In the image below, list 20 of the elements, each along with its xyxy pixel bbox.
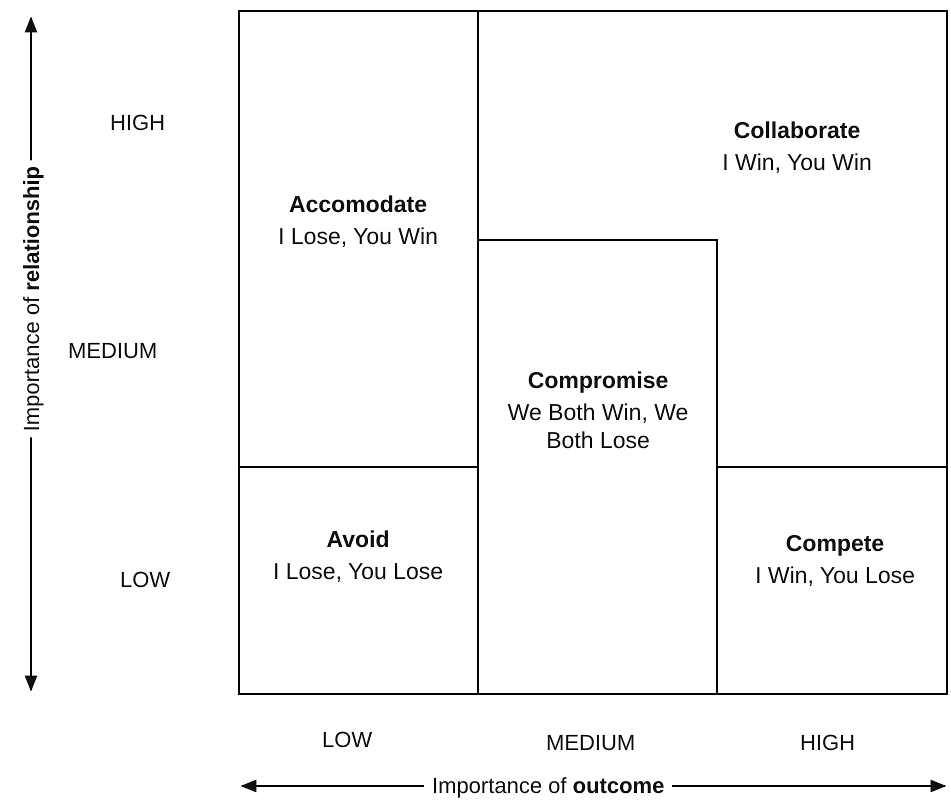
strategy-title: Avoid: [325, 525, 391, 553]
quadrant-region: [478, 10, 948, 467]
strategy-title: Accomodate: [288, 190, 428, 218]
axis-tick-label: MEDIUM: [68, 338, 158, 364]
axis-tick-label: HIGH: [800, 730, 855, 756]
axis-tick-label: LOW: [120, 567, 170, 593]
quadrant-region: [238, 467, 478, 695]
strategy-title: Compete: [784, 529, 886, 557]
strategy-title: Collaborate: [732, 116, 862, 144]
axis-tick-label: MEDIUM: [546, 730, 636, 756]
outcome-text: We Both Win, We Both Lose: [506, 398, 690, 454]
quadrant-region: [717, 467, 948, 695]
outcome-text: I Lose, You Win: [277, 222, 439, 250]
strategy-title: Compromise: [526, 366, 670, 394]
outcome-text: I Win, You Win: [721, 148, 873, 176]
axis-tick-label: HIGH: [110, 110, 165, 136]
axis-tick-label: LOW: [322, 727, 372, 753]
outcome-text: I Lose, You Lose: [272, 557, 444, 585]
quadrant-region: [238, 10, 478, 467]
outcome-text: I Win, You Lose: [754, 561, 916, 589]
